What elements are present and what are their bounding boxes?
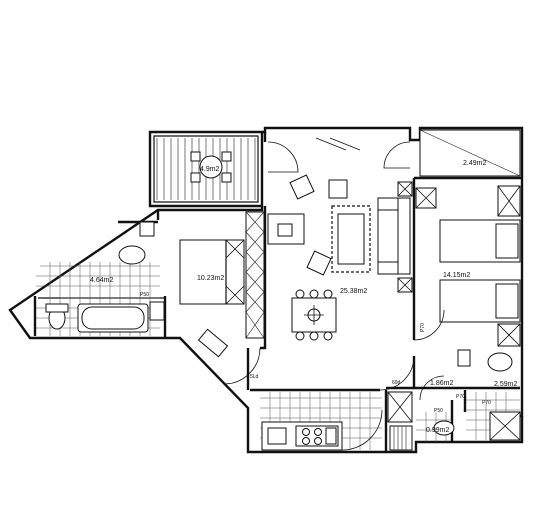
- dining-table: [291, 289, 337, 341]
- living-doors: [267, 137, 413, 293]
- side-p-mark: P70: [420, 323, 426, 332]
- bathroom-area-label: 4.64m2: [90, 277, 113, 284]
- door-right-mark: P70: [482, 400, 491, 406]
- bath-p-mark: P50: [140, 292, 149, 298]
- bedroom2-door: [379, 309, 445, 391]
- shower-area-label: 2.59m2: [494, 381, 517, 388]
- living-area-label: 25.38m2: [340, 288, 367, 295]
- hall-cabinets: [387, 391, 413, 451]
- balcony-area-label: 4.9m2: [200, 166, 220, 173]
- coffee-table: [331, 205, 371, 273]
- wc-room: [416, 375, 455, 442]
- storage-cabinets: [419, 129, 521, 177]
- shower-room: [457, 349, 521, 441]
- shower-p-mark: P70: [456, 394, 465, 400]
- kitchen-counter: [261, 409, 383, 451]
- balcony-table-set: [190, 151, 232, 183]
- hall-p-mark: P50: [434, 408, 443, 414]
- bedroom2-area-label: 14.15m2: [443, 272, 470, 279]
- armchairs: [289, 174, 348, 276]
- storage-area-label: 2.49m2: [463, 160, 486, 167]
- bedroom1-wardrobe: [245, 211, 265, 339]
- bathroom-fixtures: [45, 221, 165, 333]
- door-left-mark: 5Ld: [250, 374, 259, 380]
- bedroom1-door: [197, 328, 261, 385]
- desk: [267, 213, 305, 245]
- hall-area-label: 1.86m2: [430, 380, 453, 387]
- bedroom1-bed: [179, 239, 245, 305]
- bedroom2-beds: [415, 185, 521, 347]
- bedroom-area-label: 10.23m2: [197, 275, 224, 282]
- sofa: [377, 197, 411, 275]
- wc-area-label: 0.99m2: [426, 427, 449, 434]
- door-center-mark: 69d: [392, 380, 401, 386]
